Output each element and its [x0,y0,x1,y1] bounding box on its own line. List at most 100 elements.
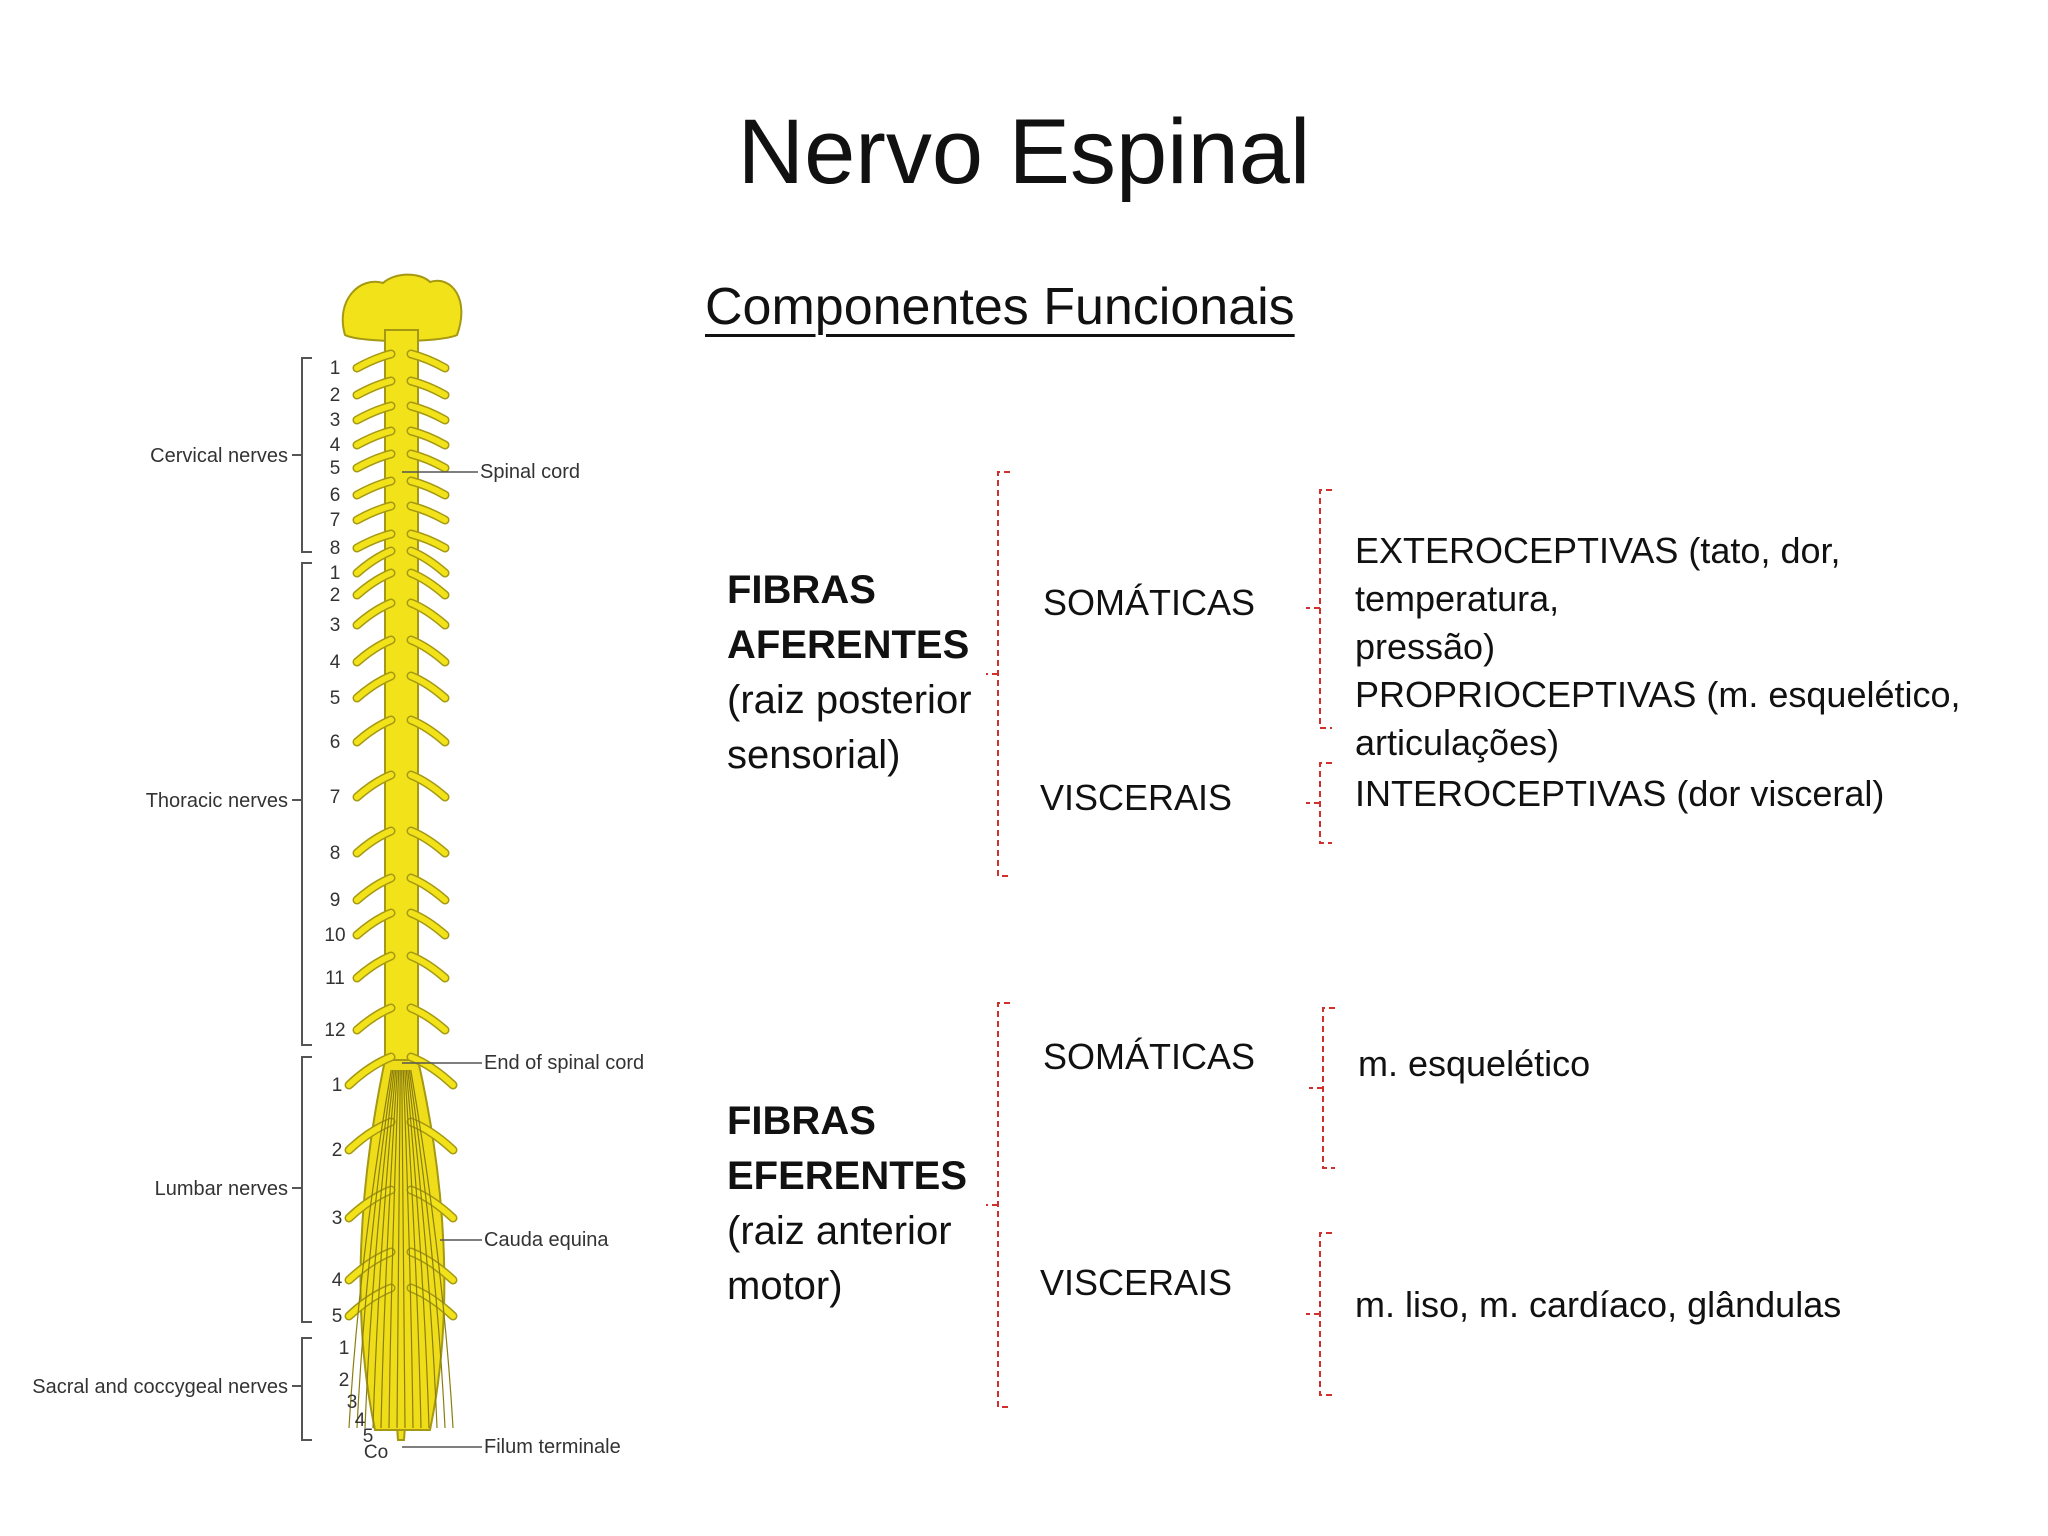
efferent-visceral-description: m. liso, m. cardíaco, glândulas [1355,1284,1842,1325]
nerve-root-fill [408,600,448,628]
afferent-somatic-desc-line: pressão) [1355,626,1496,667]
nerve-root-fill [354,351,394,371]
segment-number: 8 [330,538,341,559]
nerve-root-fill [346,1285,394,1319]
segment-number: 1 [330,563,341,584]
segment-number: 5 [332,1306,343,1327]
cauda-equina-strand [356,1069,394,1429]
nerve-root-fill [408,1285,456,1319]
nerve-root-fill [408,637,448,665]
efferent-somatic-label: SOMÁTICAS [1043,1036,1256,1077]
cauda-equina-strand [396,1069,401,1429]
segment-number: 1 [332,1075,343,1096]
segment-number: Co [364,1442,388,1463]
thoracic-bracket [292,562,312,1046]
nerve-root-fill [408,673,448,701]
afferent-somatic-bracket [1306,489,1332,729]
segment-number: 4 [330,652,341,673]
region-brackets [292,357,312,1441]
efferent-visceral-bracket [1306,1232,1332,1396]
nerve-root-fill [408,953,448,981]
segment-number: 2 [339,1370,350,1391]
nerve-root-fill [408,451,448,471]
nerve-root-fill [354,478,394,498]
afferent-somatic-desc-line: EXTEROCEPTIVAS (tato, dor, temperatura, [1355,530,1841,619]
segment-number: 5 [330,688,341,709]
spinal-cord-label: Spinal cord [480,461,580,483]
afferent-somatic-description: EXTEROCEPTIVAS (tato, dor, temperatura, … [1355,527,2048,767]
nerve-root-fill [354,570,394,598]
afferent-sub-line2: sensorial) [727,733,901,777]
cauda-equina-strand [405,1069,430,1429]
cauda-equina-strand [404,1069,422,1429]
nerve-root-fill [354,828,394,856]
cervical-nerves-label: Cervical nerves [150,445,288,467]
segment-number: 6 [330,485,341,506]
nerve-root-fill [408,828,448,856]
cauda-equina-strand [380,1069,398,1429]
sacral-nerves-label: Sacral and coccygeal nerves [32,1376,288,1398]
efferent-group-label: FIBRAS EFERENTES (raiz anterior motor) [727,1094,967,1314]
cauda-equina-label: Cauda equina [484,1229,609,1251]
slide-title: Nervo Espinal [737,101,1311,203]
afferent-visceral-label: VISCERAIS [1040,777,1233,818]
afferent-sub-line1: (raiz posterior [727,678,972,722]
end-of-spinal-cord-label: End of spinal cord [484,1052,644,1074]
nerve-root-fill [346,1119,394,1153]
segment-number: 5 [330,458,341,479]
cauda-equina-strand [401,1069,406,1429]
segment-number: 7 [330,787,341,808]
efferent-title-line2: EFERENTES [727,1154,968,1198]
efferent-somatic-description: m. esquelético [1358,1043,1591,1084]
nerve-root-fill [354,451,394,471]
cauda-equina-strand [388,1069,400,1429]
segment-number: 2 [332,1140,343,1161]
afferent-group-label: FIBRAS AFERENTES (raiz posterior sensori… [727,563,972,783]
nerve-root-fill [408,1054,456,1088]
cauda-equina-strand [402,1069,414,1429]
nerve-root-fill [354,637,394,665]
cauda-equina-strand [348,1069,392,1429]
nerve-root-fill [354,503,394,523]
efferent-sub-line1: (raiz anterior [727,1209,952,1253]
efferent-visceral-label: VISCERAIS [1040,1262,1233,1303]
segment-number: 10 [324,925,345,946]
cervical-bracket [292,357,312,553]
lumbar-nerves-label: Lumbar nerves [155,1178,288,1200]
segment-number: 3 [332,1208,343,1229]
nerve-root-fill [408,403,448,423]
nerve-root-fill [354,428,394,448]
cauda-equina-strand [372,1069,397,1429]
segment-number: 6 [330,732,341,753]
nerve-root-fill [354,531,394,551]
segment-number: 4 [355,1410,366,1431]
segment-number: 1 [339,1338,350,1359]
filum-terminale-label: Filum terminale [484,1436,621,1458]
nerve-root-fill [408,531,448,551]
lumbar-bracket [292,1056,312,1323]
afferent-somatic-desc-line: PROPRIOCEPTIVAS (m. esquelético, [1355,674,1961,715]
cauda-equina-strand [364,1069,395,1429]
nerve-root-fill [408,428,448,448]
segment-number: 11 [325,968,345,989]
nerve-root-fill [408,570,448,598]
nerve-root-fill [408,378,448,398]
nerve-root-fill [408,910,448,938]
nerve-root-fill [354,772,394,800]
afferent-somatic-desc-line: articulações) [1355,722,1560,763]
nerve-root-fill [408,503,448,523]
nerve-root-fill [354,548,394,576]
section-subtitle: Componentes Funcionais [705,278,1295,336]
cauda-equina-strand [410,1069,454,1429]
nerve-root-fill [408,875,448,903]
nerve-root-fill [408,1005,448,1033]
nerve-root-fill [354,910,394,938]
afferent-main-bracket [986,471,1010,877]
nerve-root-fill [354,600,394,628]
thoracic-nerves-label: Thoracic nerves [146,790,288,812]
cauda-equina-strand [407,1069,438,1429]
nerve-root-fill [346,1054,394,1088]
nerve-root-fill [354,953,394,981]
afferent-visceral-description: INTEROCEPTIVAS (dor visceral) [1355,773,1885,814]
